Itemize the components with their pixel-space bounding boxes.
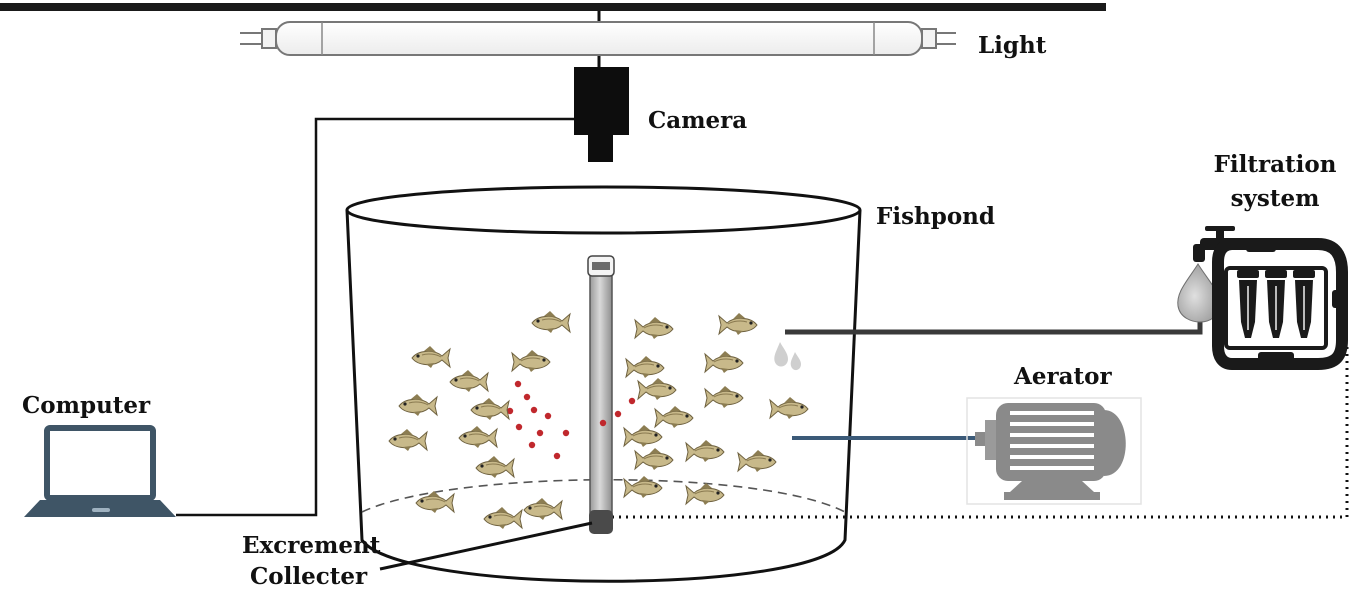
feed-pellets bbox=[506, 380, 644, 460]
feed-pellet bbox=[562, 429, 570, 437]
light-label: Light bbox=[978, 32, 1047, 59]
feed-pellet bbox=[599, 419, 607, 427]
excrement-label-line2: Collecter bbox=[250, 563, 368, 590]
fishpond-label: Fishpond bbox=[876, 203, 995, 230]
fluorescent-tube-icon bbox=[240, 21, 956, 56]
camera-icon bbox=[574, 67, 629, 162]
feed-pellet bbox=[628, 397, 636, 405]
electric-motor-icon bbox=[966, 397, 1142, 505]
camera-computer-cable bbox=[176, 117, 574, 517]
filtration-label-line1: Filtration bbox=[1213, 151, 1337, 178]
laptop-icon bbox=[24, 425, 176, 517]
feed-pellet bbox=[523, 393, 531, 401]
feed-pellet bbox=[614, 410, 622, 418]
filtration-label-line2: system bbox=[1230, 185, 1320, 212]
excrement-label-line1: Excrement bbox=[242, 532, 381, 559]
aerator-label: Aerator bbox=[1014, 363, 1112, 390]
feed-pellet bbox=[506, 407, 514, 415]
water-filter-icon bbox=[1177, 226, 1348, 370]
feed-pellet bbox=[514, 380, 522, 388]
camera-label: Camera bbox=[648, 107, 748, 134]
collector-pointer bbox=[379, 521, 593, 571]
computer-label: Computer bbox=[22, 392, 151, 419]
feed-pellet bbox=[528, 441, 536, 449]
feed-pellet bbox=[515, 423, 523, 431]
feed-pellet bbox=[536, 429, 544, 437]
feed-pellet bbox=[544, 412, 552, 420]
feed-pellet bbox=[553, 452, 561, 460]
filtration-inlet-pipe bbox=[785, 318, 1203, 335]
ceiling-bar bbox=[0, 3, 1106, 11]
excrement-collector-tube-icon bbox=[587, 255, 615, 534]
feed-pellet bbox=[530, 406, 538, 414]
water-droplet-icon bbox=[774, 342, 801, 371]
